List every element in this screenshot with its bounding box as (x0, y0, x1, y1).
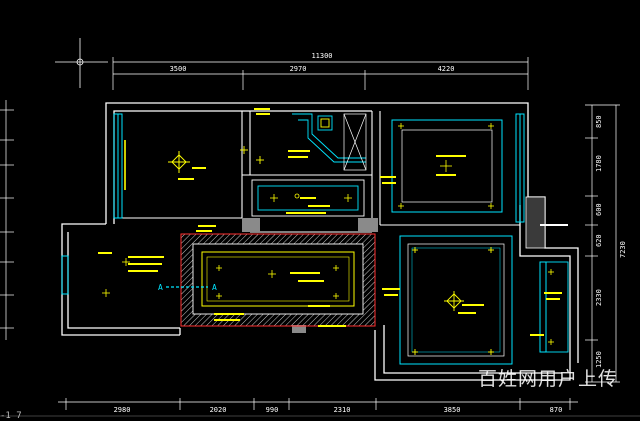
room-right-narrow (530, 224, 569, 353)
left-edge-ticks (0, 100, 14, 340)
windows (61, 113, 547, 353)
room-bottom-right (382, 235, 513, 365)
living-area (180, 225, 376, 327)
watermark: 百姓网用户上传 (477, 368, 618, 390)
dim-right-total: 7230 (619, 241, 627, 258)
dim-top-seg-3: 4220 (438, 65, 455, 73)
dim-bottom-6: 870 (550, 406, 563, 414)
left-edge-label: -1 7 (0, 411, 22, 421)
interior-walls (114, 111, 520, 233)
dim-bottom-1: 2980 (114, 406, 131, 414)
dim-right-5: 2330 (595, 289, 603, 306)
room-top-right (380, 119, 503, 213)
room-left (98, 252, 164, 297)
bottom-dimension-chain (0, 398, 640, 417)
dim-right-1: 850 (595, 115, 603, 128)
crosshair-mark (55, 38, 108, 88)
section-mark-left: A (158, 283, 163, 292)
corridor-strip (251, 179, 365, 217)
section-mark-right: A (212, 283, 217, 292)
dim-bottom-2: 2020 (210, 406, 227, 414)
dim-right-4: 620 (595, 234, 603, 247)
dim-top-seg-2: 2970 (290, 65, 307, 73)
dim-bottom-4: 2310 (334, 406, 351, 414)
dim-right-6: 1250 (595, 351, 603, 368)
top-dimension-chain (112, 57, 529, 90)
room-top-left (124, 140, 206, 190)
dim-top-total: 11300 (311, 52, 332, 60)
dim-right-2: 1780 (595, 155, 603, 172)
dim-bottom-3: 990 (266, 406, 279, 414)
room-top-middle (240, 108, 367, 171)
wall-columns (242, 196, 546, 333)
dim-top-seg-1: 3500 (170, 65, 187, 73)
right-dimension-chain (585, 104, 620, 383)
dim-right-3: 600 (595, 203, 603, 216)
dim-bottom-5: 3850 (444, 406, 461, 414)
